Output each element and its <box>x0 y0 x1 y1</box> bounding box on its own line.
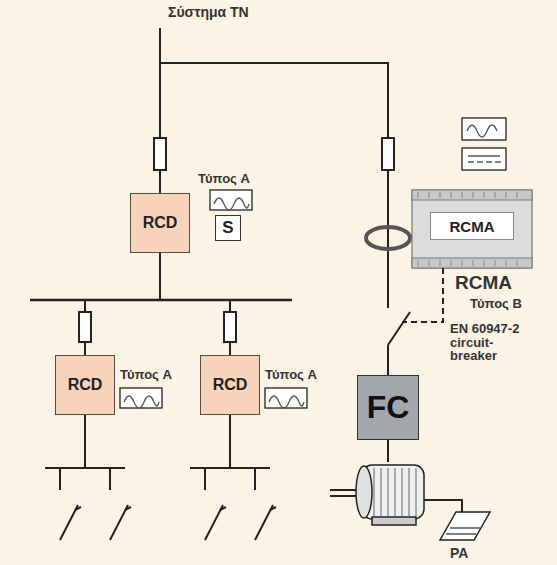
node-label: RCD <box>68 376 103 394</box>
feeder-wire <box>160 63 388 300</box>
rcd-box: RCD <box>200 355 260 415</box>
circuit-breaker-symbol <box>388 312 410 345</box>
outgoing-wire <box>45 415 125 490</box>
current-transformer <box>366 227 410 249</box>
rcd-box: RCD <box>55 355 115 415</box>
node-label: RCD <box>213 376 248 394</box>
motor-symbol <box>330 465 424 525</box>
motor-wire <box>387 440 389 462</box>
switch-symbol <box>75 507 276 510</box>
fuse-symbol <box>154 138 166 170</box>
busbar <box>30 299 292 302</box>
node-label: FC <box>367 389 410 426</box>
text-label: Σύστημα TN <box>168 4 249 20</box>
text-label: RCMA <box>455 272 512 294</box>
text-label: EN 60947-2 circuit-breaker <box>450 322 540 363</box>
breaker-wire <box>387 300 389 375</box>
fuse-symbol <box>224 312 236 342</box>
text-label: Τύπος A <box>120 367 172 382</box>
node-label: RCD <box>143 214 178 232</box>
fuse-symbol <box>382 138 394 170</box>
text-label: Τύπος A <box>198 171 250 186</box>
text-label: Τύπος B <box>470 296 522 311</box>
outgoing-wire <box>190 415 270 490</box>
selective-symbol: S <box>215 215 241 241</box>
node-label: RCMA <box>450 218 495 235</box>
frequency-converter-box: FC <box>357 375 419 440</box>
wire-connector <box>160 253 230 355</box>
node-label: S <box>222 218 233 238</box>
text-label: Τύπος A <box>265 367 317 382</box>
fuse-symbol <box>79 312 91 342</box>
rcd-box: RCD <box>130 193 190 253</box>
text-label: PA <box>450 545 468 561</box>
rcma-display: RCMA <box>430 212 514 240</box>
wire-connector <box>85 253 160 355</box>
bonding-bar <box>440 512 490 540</box>
switch-symbol <box>60 505 273 540</box>
bonding-wire <box>424 500 462 512</box>
rcma-device <box>412 190 532 268</box>
